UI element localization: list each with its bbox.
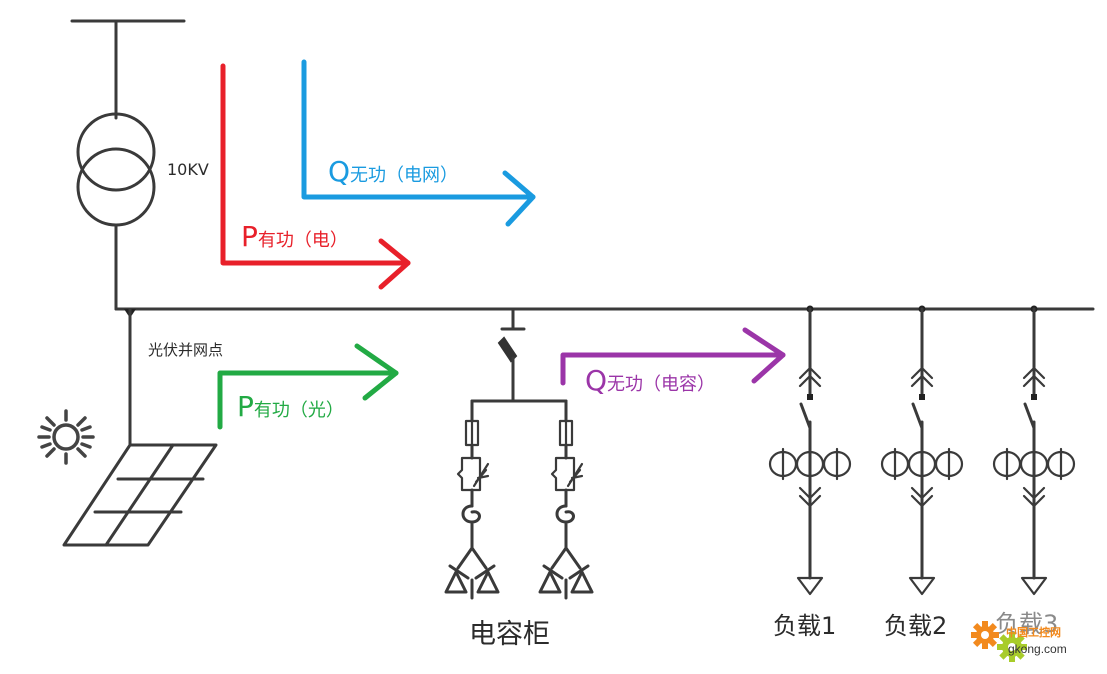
flow-label-p-pv: P有功（光） bbox=[237, 390, 344, 423]
load-branch-3 bbox=[992, 305, 1076, 596]
capacitor-icon bbox=[538, 546, 594, 600]
watermark-logo: 中国工控网 gkong.com bbox=[968, 618, 1098, 664]
current-transformer-icon bbox=[992, 447, 1076, 481]
load-branch-2 bbox=[880, 305, 964, 596]
watermark-url: gkong.com bbox=[1008, 642, 1067, 656]
flow-arrow-p-grid bbox=[220, 63, 411, 290]
fuse-icon bbox=[558, 419, 574, 447]
flow-arrow-q-grid bbox=[301, 59, 536, 227]
load-label-1: 负载1 bbox=[773, 612, 837, 640]
load-triangle-icon bbox=[796, 576, 824, 596]
contactor-icon bbox=[456, 456, 490, 492]
reactor-icon bbox=[461, 504, 481, 550]
capacitor-unit-right bbox=[538, 399, 594, 600]
load-triangle-icon bbox=[908, 576, 936, 596]
watermark-cn-text: 中国工控网 bbox=[1006, 626, 1061, 639]
plug-connector-icon bbox=[910, 366, 934, 400]
solar-panel-icon bbox=[62, 443, 218, 547]
transformer-icon bbox=[76, 112, 156, 227]
pv-grid-point-label: 光伏并网点 bbox=[148, 341, 224, 359]
plug-connector-icon bbox=[798, 486, 822, 508]
fuse-icon bbox=[464, 419, 480, 447]
load-branch-1 bbox=[768, 305, 852, 596]
load-label-3: 负载3 bbox=[995, 610, 1059, 638]
capacitor-cabinet-label: 电容柜 bbox=[469, 619, 550, 650]
load-branches bbox=[768, 305, 1076, 596]
pv-branch bbox=[37, 307, 218, 547]
flow-arrow-p-pv bbox=[217, 343, 399, 430]
capacitor-icon bbox=[444, 546, 500, 600]
breaker-icon bbox=[497, 336, 518, 363]
plug-connector-icon bbox=[798, 366, 822, 400]
sun-icon bbox=[37, 409, 95, 465]
plug-connector-icon bbox=[1022, 486, 1046, 508]
load-triangle-icon bbox=[1020, 576, 1048, 596]
flow-label-q-cap: Q无功（电容） bbox=[585, 364, 716, 397]
grid-incoming-feeder bbox=[70, 19, 186, 311]
capacitor-unit-left bbox=[444, 399, 500, 600]
reactor-icon bbox=[555, 504, 575, 550]
capacitor-cabinet-branch bbox=[444, 307, 594, 600]
plug-connector-icon bbox=[1022, 366, 1046, 400]
flow-label-p-grid: P有功（电） bbox=[241, 220, 348, 253]
transformer-voltage-label: 10KV bbox=[167, 160, 209, 179]
load-label-2: 负载2 bbox=[884, 612, 948, 640]
current-transformer-icon bbox=[880, 447, 964, 481]
flow-label-q-grid: Q无功（电网） bbox=[328, 155, 459, 188]
plug-connector-icon bbox=[910, 486, 934, 508]
flow-arrow-q-cap bbox=[560, 327, 786, 386]
gear-icon bbox=[971, 621, 1027, 662]
current-transformer-icon bbox=[768, 447, 852, 481]
contactor-icon bbox=[550, 456, 584, 492]
